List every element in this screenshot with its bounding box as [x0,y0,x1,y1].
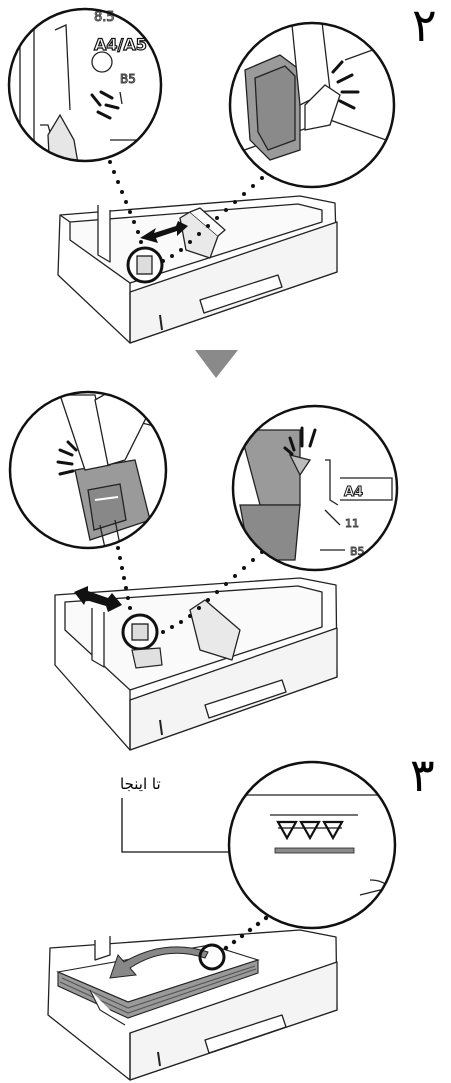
size-mark-a4: A4 [344,485,363,500]
size-mark-11: 11 [345,517,359,530]
size-mark-b5: B5 [120,72,136,86]
cassette-upper [58,196,337,343]
cassette-lower [55,578,337,750]
down-arrow [195,350,238,378]
size-mark-a4-a5: A4/A5 [94,35,147,54]
zoom-lens-size-marks: 8.5 A4/A5 B5 [9,9,170,175]
zoom-lens-squeeze-guide [10,380,170,560]
zoom-lens-size-marks-lower: A4 11 B5 [233,405,400,570]
zoom-lens-load-limit [229,762,400,940]
zoom-lens-guide-release [230,5,400,187]
load-limit-mark [278,822,342,838]
